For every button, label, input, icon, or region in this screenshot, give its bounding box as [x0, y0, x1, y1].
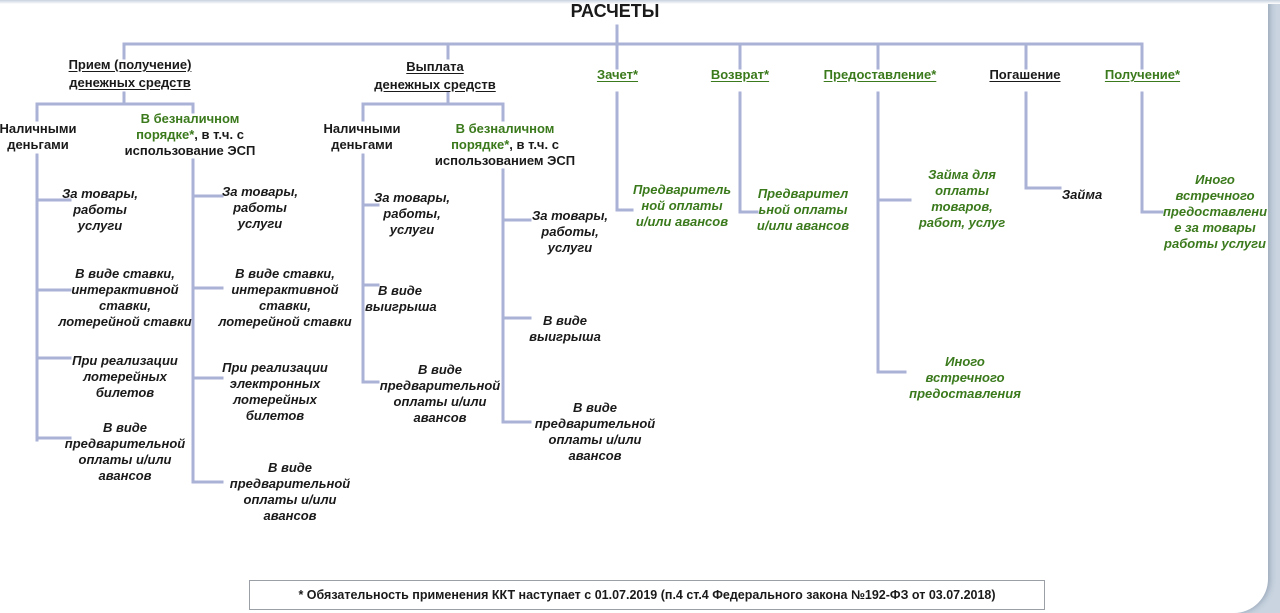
leaf-priem-cash-items-0-line1: работы [73, 202, 127, 217]
leaf-vyplata-noncash-items-1-line1: выигрыша [529, 329, 601, 344]
vyplata-cash-label-line1: Наличными [323, 121, 401, 136]
footnote: * Обязательность применения ККТ наступае… [249, 580, 1045, 610]
leaf-vyplata-noncash-items-1-line0: В виде [542, 313, 588, 328]
leaf-priem-noncash-items-3-line0: В виде [267, 460, 313, 475]
leaf-priem-noncash-items-1-line1: интерактивной [231, 282, 339, 297]
leaf-predostavlenie-items-0-line0: Займа для [928, 167, 996, 182]
leaf-priem-noncash-items-3-line1: предварительной [229, 476, 351, 491]
priem-noncash-label-line3: использование ЭСП [124, 143, 256, 158]
header-vozvrat: Возврат* [710, 67, 770, 82]
priem-noncash-label-line1: В безналичном [140, 111, 240, 126]
leaf-priem-cash-items-1-line1: интерактивной [71, 282, 179, 297]
leaf-vyplata-cash-items-2-line0: В виде [417, 362, 463, 377]
leaf-vyplata-noncash-items-0-line1: работы, [541, 224, 599, 239]
leaf-priem-noncash-items-3-line2: оплаты и/или [243, 492, 337, 507]
top-shade [0, 0, 1280, 4]
vyplata-noncash-label-line3: использованием ЭСП [434, 153, 576, 168]
leaf-priem-noncash-items-1-line0: В виде ставки, [235, 266, 335, 281]
leaf-priem-noncash-items-0-line1: работы [233, 200, 287, 215]
header-predostavlenie: Предоставление* [823, 67, 937, 82]
header-priem-line1: Прием (получение) [68, 57, 192, 72]
leaf-priem-cash-items-0-line2: услуги [77, 218, 123, 233]
header-vyplata-line2: денежных средств [374, 77, 496, 92]
leaf-priem-noncash-items-1-line2: ставки, [258, 298, 311, 313]
leaf-vyplata-cash-items-2-line3: авансов [413, 410, 467, 425]
leaf-priem-noncash-items-1-line3: лотерейной ставки [218, 314, 352, 329]
leaf-priem-noncash-items-2-line2: лотерейных [233, 392, 317, 407]
leaf-zachet-items-0-line0: Предваритель [632, 182, 732, 197]
leaf-vyplata-cash-items-2-line1: предварительной [379, 378, 501, 393]
leaf-priem-noncash-items-3-line3: авансов [263, 508, 317, 523]
leaf-predostavlenie-items-1-line2: предоставления [909, 386, 1021, 401]
leaf-priem-noncash-items-2-line3: билетов [245, 408, 305, 423]
diagram-title: РАСЧЕТЫ [570, 1, 660, 21]
leaf-poluchenie-items-0-line0: Иного [1195, 172, 1235, 187]
leaf-priem-cash-items-3-line2: оплаты и/или [78, 452, 172, 467]
leaf-pogashenie-items-0-line0: Займа [1061, 187, 1103, 202]
leaf-vyplata-cash-items-0-line1: работы, [383, 206, 441, 221]
leaf-predostavlenie-items-0-line1: оплаты [935, 183, 989, 198]
leaf-priem-cash-items-1-line0: В виде ставки, [75, 266, 175, 281]
header-vyplata-line1: Выплата [406, 59, 464, 74]
vyplata-noncash-label-line1: В безналичном [455, 121, 555, 136]
leaf-predostavlenie-items-0-line3: работ, услуг [918, 215, 1006, 230]
leaf-priem-cash-items-2-line0: При реализации [72, 353, 178, 368]
leaf-priem-noncash-items-0-line0: За товары, [221, 184, 299, 199]
leaf-vyplata-noncash-items-2-line0: В виде [572, 400, 618, 415]
priem-cash-label-line2: деньгами [7, 137, 69, 152]
leaf-priem-noncash-items-0-line2: услуги [237, 216, 283, 231]
priem-noncash-label-line2: порядке*, в т.ч. с [136, 127, 244, 142]
header-zachet: Зачет* [596, 67, 639, 82]
leaf-priem-cash-items-1-line2: ставки, [98, 298, 151, 313]
vyplata-cash-label-line2: деньгами [331, 137, 393, 152]
leaf-priem-cash-items-0-line0: За товары, [61, 186, 139, 201]
leaf-vyplata-noncash-items-2-line3: авансов [568, 448, 622, 463]
leaf-vozvrat-items-0-line2: и/или авансов [756, 218, 850, 233]
leaf-priem-cash-items-3-line1: предварительной [64, 436, 186, 451]
leaf-vyplata-noncash-items-2-line1: предварительной [534, 416, 656, 431]
leaf-predostavlenie-items-0-line2: товаров, [931, 199, 993, 214]
leaf-zachet-items-0-line1: ной оплаты [641, 198, 723, 213]
leaf-zachet-items-0-line2: и/или авансов [635, 214, 729, 229]
leaf-poluchenie-items-0-line2: предоставлени [1162, 204, 1268, 219]
leaf-poluchenie-items-0-line4: работы услуги [1164, 236, 1266, 251]
leaf-priem-cash-items-2-line1: лотерейных [83, 369, 167, 384]
leaf-poluchenie-items-0-line3: е за товары [1174, 220, 1256, 235]
leaf-priem-cash-items-3-line3: авансов [98, 468, 152, 483]
leaf-priem-cash-items-1-line3: лотерейной ставки [58, 314, 192, 329]
leaf-predostavlenie-items-1-line0: Иного [945, 354, 985, 369]
header-priem-line2: денежных средств [69, 75, 191, 90]
leaf-vyplata-cash-items-1-line1: выигрыша [365, 299, 437, 314]
priem-cash-label-line1: Наличными [0, 121, 77, 136]
leaf-vyplata-cash-items-0-line0: За товары, [373, 190, 451, 205]
leaf-priem-cash-items-2-line2: билетов [95, 385, 155, 400]
leaf-vyplata-cash-items-0-line2: услуги [389, 222, 435, 237]
leaf-vyplata-cash-items-2-line2: оплаты и/или [393, 394, 487, 409]
leaf-vozvrat-items-0-line1: ьной оплаты [758, 202, 848, 217]
leaf-vyplata-noncash-items-0-line0: За товары, [531, 208, 609, 223]
leaf-vyplata-noncash-items-2-line2: оплаты и/или [548, 432, 642, 447]
leaf-predostavlenie-items-1-line1: встречного [925, 370, 1005, 385]
header-pogashenie: Погашение [989, 67, 1061, 82]
leaf-vyplata-noncash-items-0-line2: услуги [547, 240, 593, 255]
leaf-priem-cash-items-3-line0: В виде [102, 420, 148, 435]
leaf-priem-noncash-items-2-line0: При реализации [222, 360, 328, 375]
leaf-vozvrat-items-0-line0: Предварител [757, 186, 849, 201]
vyplata-noncash-label-line2: порядке*, в т.ч. с [451, 137, 559, 152]
leaf-poluchenie-items-0-line1: встречного [1175, 188, 1255, 203]
leaf-priem-noncash-items-2-line1: электронных [229, 376, 321, 391]
header-poluchenie: Получение* [1104, 67, 1181, 82]
leaf-vyplata-cash-items-1-line0: В виде [377, 283, 423, 298]
